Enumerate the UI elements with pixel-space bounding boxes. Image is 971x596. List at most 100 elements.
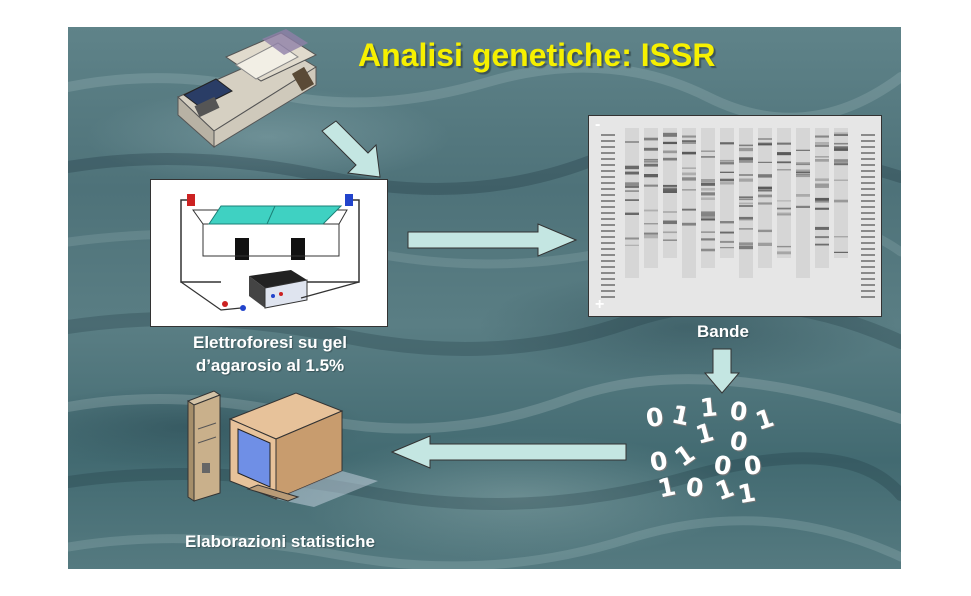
gel-band	[815, 178, 829, 182]
gel-band	[739, 157, 753, 161]
gel-band	[701, 182, 715, 186]
marker-band	[601, 182, 615, 184]
gel-band	[644, 147, 658, 151]
gel-band	[663, 157, 677, 161]
binary-digit: 1	[735, 477, 758, 510]
gel-band	[644, 184, 658, 187]
gel-band	[739, 159, 753, 163]
gel-band	[815, 142, 829, 145]
gel-band	[758, 174, 772, 178]
gel-band	[663, 186, 677, 190]
gel-band	[739, 202, 753, 205]
marker-band	[601, 254, 615, 256]
marker-band	[601, 176, 615, 178]
gel-minus-sign: -	[595, 116, 601, 133]
marker-band	[861, 140, 875, 142]
gel-band	[644, 137, 658, 141]
marker-band	[861, 170, 875, 172]
marker-band	[861, 182, 875, 184]
marker-band	[861, 254, 875, 256]
marker-band	[601, 212, 615, 214]
arrow-left-icon	[390, 435, 627, 469]
gel-band	[796, 171, 810, 174]
gel-band	[834, 199, 848, 203]
marker-band	[861, 164, 875, 166]
gel-band	[625, 244, 639, 246]
gel-band	[796, 149, 810, 151]
marker-band	[601, 188, 615, 190]
marker-band	[601, 266, 615, 268]
arrow-down-right-icon	[321, 120, 381, 178]
arrow-right-icon	[407, 223, 578, 257]
gel-band	[796, 169, 810, 172]
gel-band	[834, 159, 848, 162]
gel-band	[834, 143, 848, 145]
gel-band	[815, 236, 829, 239]
gel-band	[796, 174, 810, 178]
gel-band	[777, 245, 791, 248]
gel-band	[758, 229, 772, 233]
gel-band	[625, 185, 639, 188]
marker-band	[601, 236, 615, 238]
gel-band	[720, 247, 734, 249]
gel-band	[682, 222, 696, 226]
gel-lane	[720, 128, 734, 258]
gel-band	[720, 182, 734, 185]
gel-band	[682, 172, 696, 176]
gel-lane	[796, 128, 810, 278]
gel-band	[644, 174, 658, 178]
gel-band	[701, 216, 715, 220]
electrophoresis-icon	[180, 194, 360, 311]
marker-band	[601, 260, 615, 262]
gel-band	[834, 236, 848, 238]
gel-band	[625, 199, 639, 201]
gel-plus-sign: +	[595, 296, 605, 313]
arrow-down-icon	[703, 348, 741, 394]
marker-band	[861, 260, 875, 262]
gel-band	[663, 188, 677, 192]
gel-band	[739, 245, 753, 250]
gel-band	[796, 205, 810, 208]
marker-band	[601, 284, 615, 286]
electrophoresis-caption-line1: Elettroforesi su gel	[193, 333, 347, 352]
gel-band	[625, 171, 639, 175]
gel-band	[758, 242, 772, 246]
gel-band	[815, 183, 829, 187]
gel-band	[701, 197, 715, 200]
gel-band	[834, 160, 848, 164]
marker-band	[601, 140, 615, 142]
gel-band	[834, 148, 848, 151]
marker-band	[601, 278, 615, 280]
gel-band	[682, 189, 696, 191]
gel-band	[701, 213, 715, 217]
marker-band	[601, 134, 615, 136]
binary-digit: 1	[692, 417, 717, 450]
marker-band	[601, 158, 615, 160]
computer-icon	[186, 390, 378, 507]
marker-band	[601, 206, 615, 208]
gel-band	[720, 142, 734, 145]
gel-band	[682, 151, 696, 155]
gel-band	[796, 194, 810, 197]
gel-band	[815, 243, 829, 246]
marker-band	[861, 194, 875, 196]
gel-band	[720, 231, 734, 234]
gel-band	[663, 220, 677, 224]
marker-band	[861, 206, 875, 208]
gel-band	[720, 221, 734, 224]
thermocycler-icon	[177, 29, 318, 149]
marker-band	[861, 290, 875, 292]
gel-band	[834, 251, 848, 253]
gel-band	[720, 162, 734, 165]
gel-lane	[682, 128, 696, 278]
marker-band	[861, 224, 875, 226]
marker-band	[601, 164, 615, 166]
gel-band	[758, 189, 772, 192]
marker-band	[601, 146, 615, 148]
electrophoresis-caption: Elettroforesi su gel d’agarosio al 1.5%	[152, 331, 388, 377]
electrophoresis-image	[150, 179, 388, 327]
binary-digit: 1	[669, 399, 693, 432]
binary-digit: 0	[742, 449, 764, 482]
gel-image: - +	[588, 115, 882, 317]
slide: Analisi genetiche: ISSR	[68, 27, 901, 569]
